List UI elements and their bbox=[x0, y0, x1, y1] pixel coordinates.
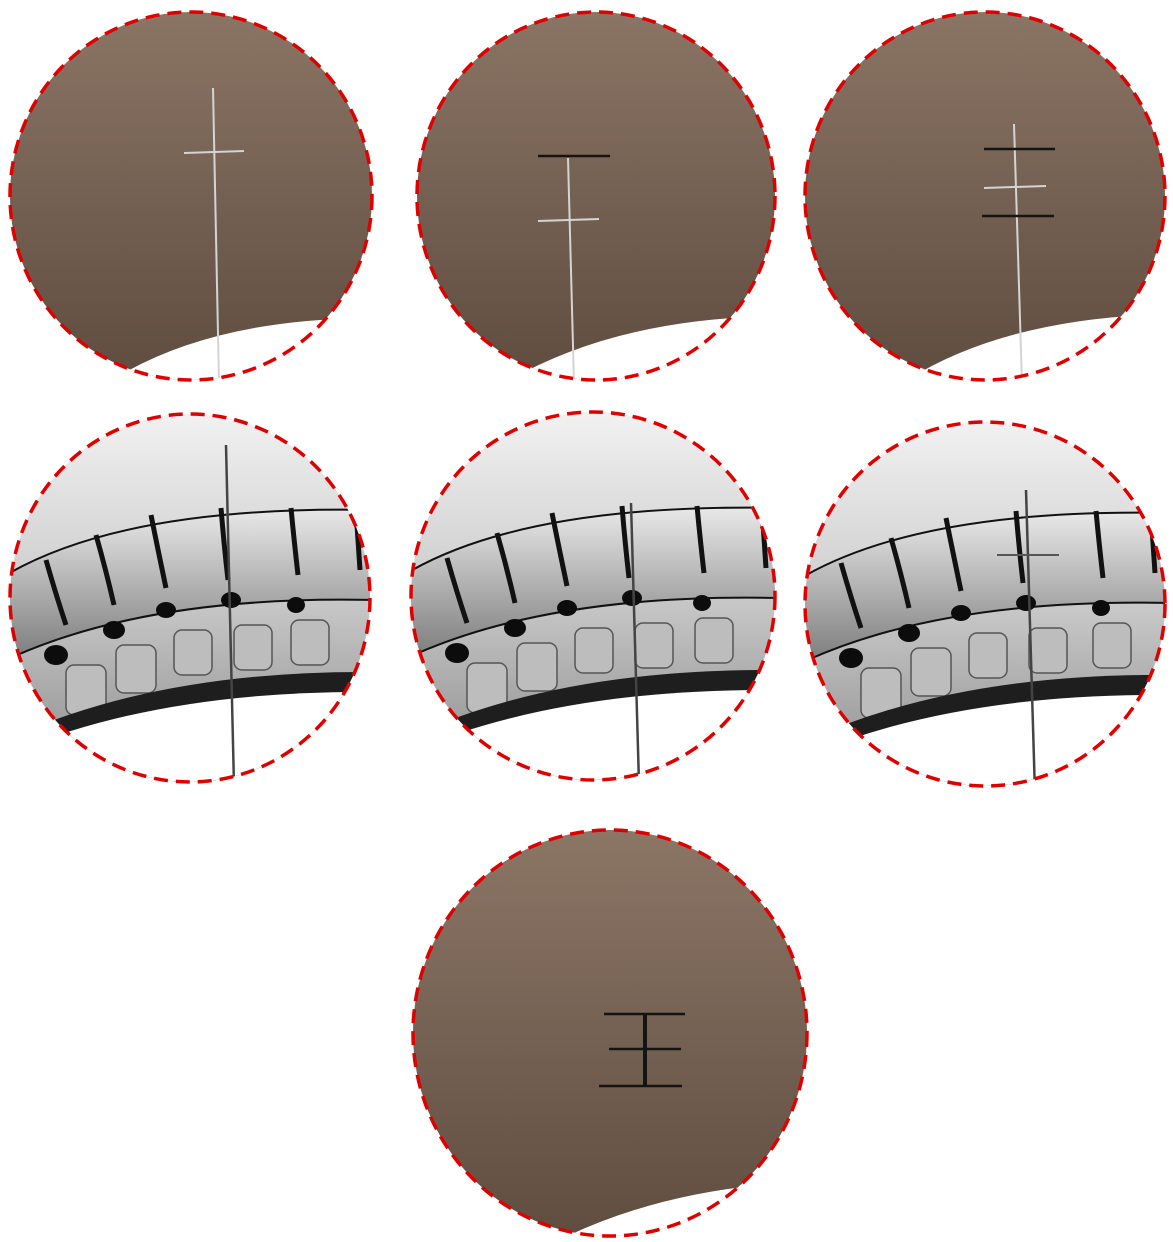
skin-panel-1 bbox=[6, 8, 376, 384]
skin-panel-2 bbox=[413, 8, 779, 384]
skin-surface bbox=[409, 826, 811, 1240]
skin-view-needle-insertion bbox=[6, 8, 376, 384]
xray-view-spine bbox=[801, 418, 1169, 794]
skin-view-needle-insertion bbox=[801, 8, 1169, 384]
skin-surface bbox=[6, 8, 376, 384]
skin-surface bbox=[801, 8, 1169, 384]
skin-view-final-marking bbox=[409, 826, 811, 1240]
skin-surface bbox=[413, 8, 779, 384]
xray-panel-2 bbox=[407, 408, 779, 784]
xray-view-spine bbox=[6, 410, 374, 786]
xray-panel-3 bbox=[801, 418, 1169, 794]
skin-panel-final bbox=[409, 826, 811, 1240]
skin-view-needle-insertion bbox=[413, 8, 779, 384]
xray-panel-1 bbox=[6, 410, 374, 786]
skin-panel-3 bbox=[801, 8, 1169, 384]
xray-view-spine bbox=[407, 408, 779, 784]
